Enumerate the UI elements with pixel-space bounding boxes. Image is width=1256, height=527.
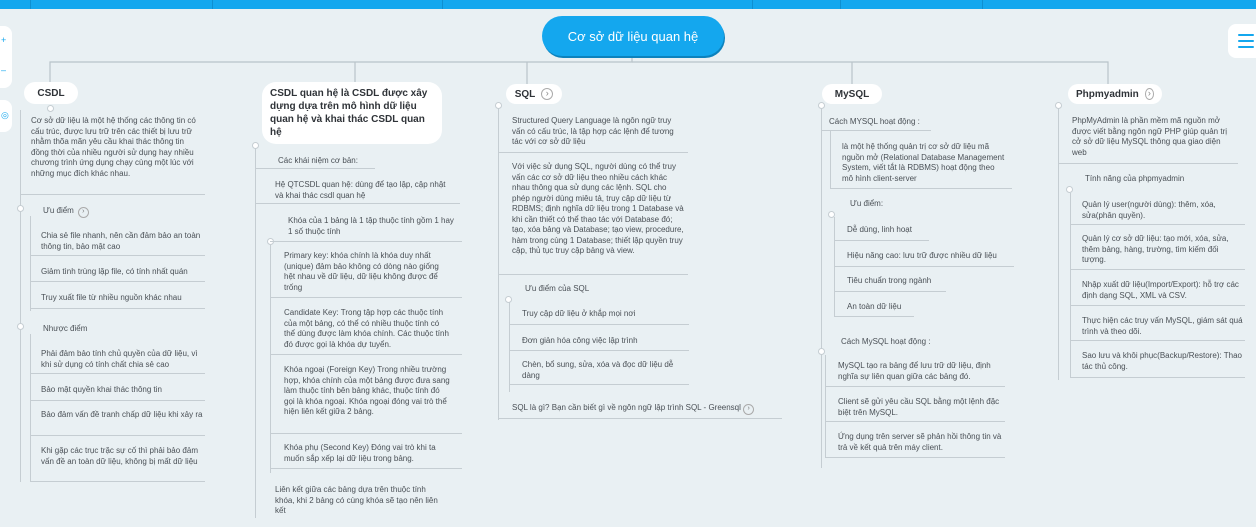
pma-feature-item: Thực hiện các truy vấn MySQL, giám sát q… xyxy=(1082,316,1243,336)
root-topic[interactable]: Cơ sở dữ liệu quan hệ xyxy=(542,16,724,56)
sql-adv-item: Chèn, bổ sung, sửa, xóa và đọc dữ liệu d… xyxy=(522,360,674,380)
pma-description: PhpMyAdmin là phần mềm mã nguồn mở được … xyxy=(1072,116,1228,157)
csdl-dis-item: Bảo mật quyền khai thác thông tin xyxy=(41,385,162,394)
branch-csdl[interactable]: CSDL xyxy=(24,82,78,104)
sql-description-2: Với việc sử dụng SQL, người dùng có thể … xyxy=(512,162,684,255)
mysql-how-desc: là một hệ thống quản trị cơ sở dữ liệu m… xyxy=(842,142,1005,183)
pma-feature-item: Sao lưu và khôi phục(Backup/Restore): Th… xyxy=(1082,351,1242,371)
csdl-dis-item: Khi gặp các trục trặc sự cố thì phải bảo… xyxy=(41,446,198,466)
pma-feature-item: Nhập xuất dữ liệu(Import/Export): hỗ trợ… xyxy=(1082,280,1239,300)
mysql-how2-item: Ứng dụng trên server sẽ phản hồi thông t… xyxy=(838,432,1002,452)
mysql-how2-item: Client sẽ gửi yêu cầu SQL bằng một lệnh … xyxy=(838,397,1000,417)
collapse-arrow-icon[interactable]: › xyxy=(77,207,89,218)
csdl-disadvantages-label[interactable]: Nhược điểm xyxy=(40,324,91,334)
mysql-how2-item: MySQL tạo ra bảng để lưu trữ dữ liệu, đị… xyxy=(838,361,991,381)
branch-mysql[interactable]: MySQL xyxy=(822,84,882,104)
csdl-advantages-label[interactable]: Ưu điểm› xyxy=(40,206,92,218)
top-toolbar xyxy=(0,0,1256,9)
link-arrow-icon[interactable]: › xyxy=(541,88,554,100)
sql-advantages-label[interactable]: Ưu điểm của SQL xyxy=(522,284,593,294)
pma-feature-item: Quản lý cơ sở dữ liệu: tạo mới, xóa, sửa… xyxy=(1082,234,1229,264)
mysql-how-label[interactable]: Cách MYSQL hoạt động : xyxy=(826,117,923,127)
qh-item: Candidate Key: Trong tập hợp các thuộc t… xyxy=(284,308,449,349)
hamburger-icon xyxy=(1238,34,1254,36)
branch-csdl-quan-he[interactable]: CSDL quan hệ là CSDL được xây dựng dựa t… xyxy=(262,82,442,144)
qh-item: Khóa phụ (Second Key) Đóng vai trò khi t… xyxy=(284,443,436,463)
pma-feature-item: Quản lý user(người dùng): thêm, xóa, sửa… xyxy=(1082,200,1216,220)
mysql-adv-item: An toàn dữ liệu xyxy=(847,302,902,311)
branch-phpmyadmin[interactable]: Phpmyadmin› xyxy=(1068,84,1162,104)
left-tool-panel[interactable]: + – xyxy=(0,26,12,88)
csdl-dis-item: Bảo đảm vấn đề tranh chấp dữ liệu khi xả… xyxy=(41,410,203,419)
mysql-adv-item: Hiệu năng cao: lưu trữ được nhiều dữ liệ… xyxy=(847,251,997,260)
target-icon[interactable]: ◎ xyxy=(1,110,9,120)
mysql-advantages-label[interactable]: Ưu điểm: xyxy=(847,199,887,209)
link-arrow-icon[interactable]: › xyxy=(743,404,755,415)
csdl-adv-item: Truy xuất file từ nhiều nguồn khác nhau xyxy=(41,293,182,302)
link-arrow-icon[interactable]: › xyxy=(1144,88,1154,100)
qh-item: Primary key: khóa chính là khóa duy nhất… xyxy=(284,251,439,292)
sql-adv-item: Truy cập dữ liệu ở khắp mọi nơi xyxy=(522,309,636,318)
csdl-adv-item: Chia sẻ file nhanh, nên cần đảm bảo an t… xyxy=(41,231,201,251)
branch-sql[interactable]: SQL› xyxy=(506,84,562,104)
menu-button[interactable] xyxy=(1228,24,1256,58)
csdl-dis-item: Phải đảm bảo tính chủ quyền của dữ liệu,… xyxy=(41,349,198,369)
sql-external-link[interactable]: SQL là gì? Bạn cần biết gì về ngôn ngữ l… xyxy=(512,403,787,415)
qh-item: Khóa ngoại (Foreign Key) Trong nhiều trư… xyxy=(284,365,450,416)
qh-item: Liên kết giữa các bảng dựa trên thuộc tí… xyxy=(275,485,438,515)
qh-item: Hệ QTCSDL quan hệ: dùng để tạo lập, cập … xyxy=(275,180,446,200)
add-icon[interactable]: + xyxy=(1,35,7,45)
sql-adv-item: Đơn giản hóa công việc lập trình xyxy=(522,336,638,345)
mysql-adv-item: Dễ dùng, linh hoạt xyxy=(847,225,912,234)
pma-features-label[interactable]: Tính năng của phpmyadmin xyxy=(1082,174,1188,184)
concepts-label[interactable]: Các khái niệm cơ bản: xyxy=(275,156,361,166)
mysql-adv-item: Tiêu chuẩn trong ngành xyxy=(847,276,932,285)
qh-item: Khóa của 1 bảng là 1 tập thuộc tính gồm … xyxy=(288,216,454,236)
left-tool-panel-2[interactable]: ◎ xyxy=(0,100,12,132)
csdl-adv-item: Giảm tình trùng lặp file, có tính nhất q… xyxy=(41,267,188,276)
csdl-description: Cơ sở dữ liệu là một hệ thống các thông … xyxy=(31,116,196,178)
sql-description: Structured Query Language là ngôn ngữ tr… xyxy=(512,116,674,146)
minus-icon[interactable]: – xyxy=(1,65,7,75)
mysql-how2-label[interactable]: Cách MySQL hoạt động : xyxy=(838,337,934,347)
